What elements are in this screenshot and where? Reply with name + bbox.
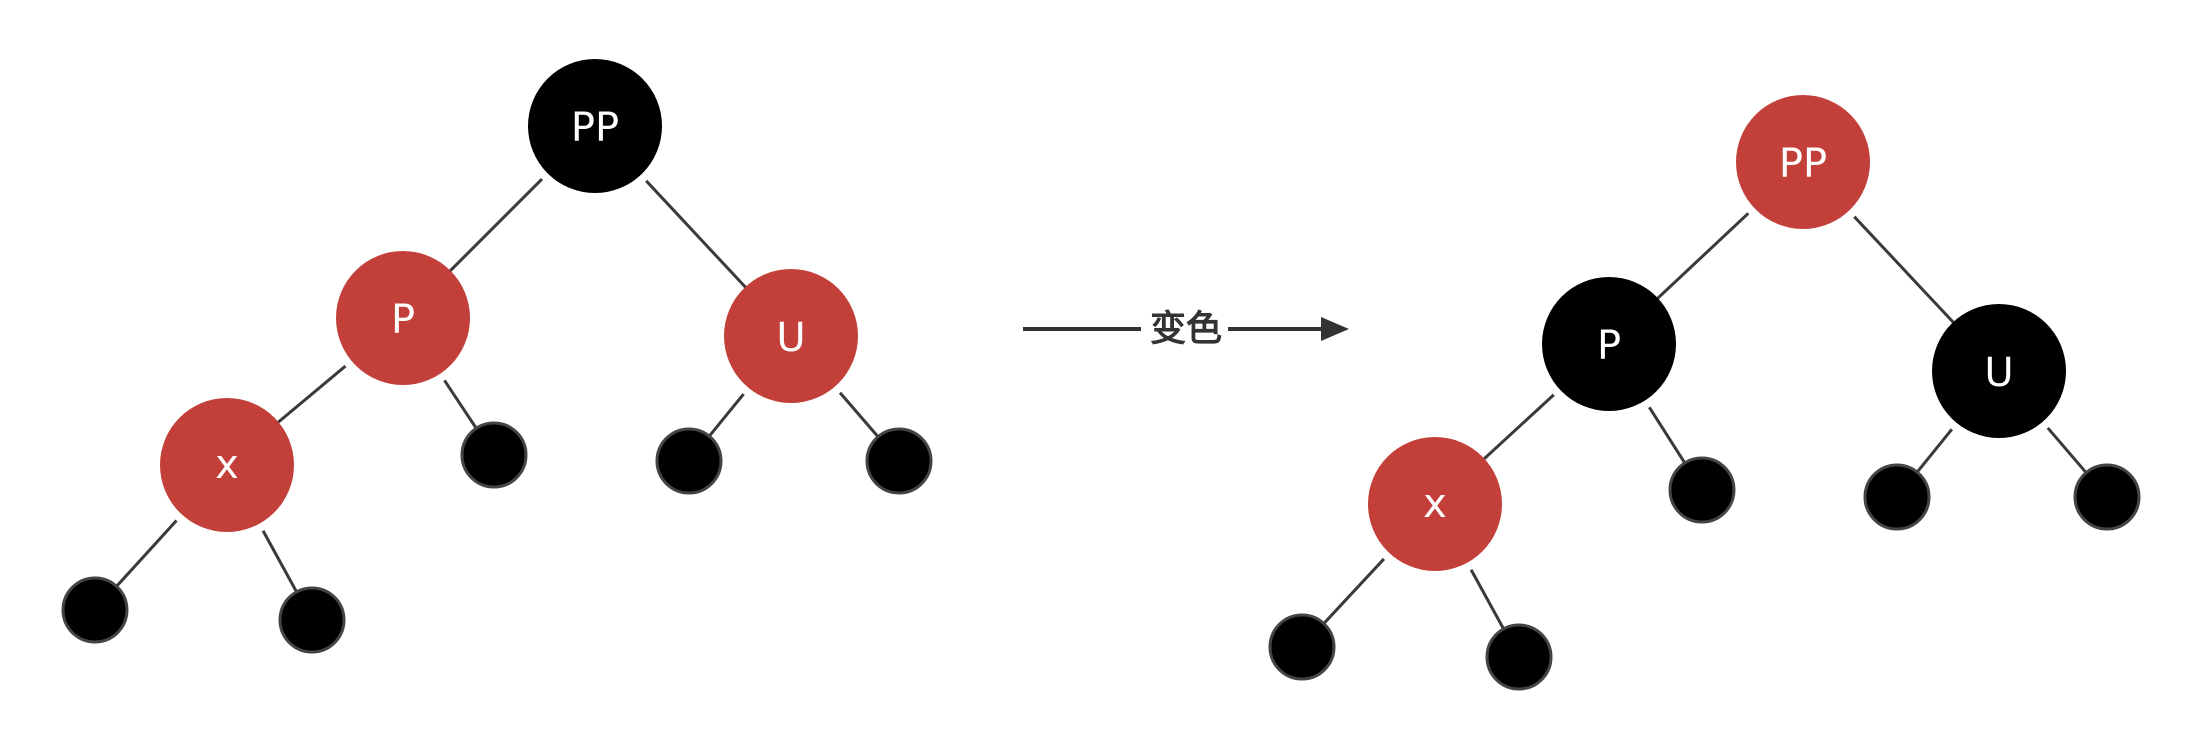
arrow-head-icon: [1321, 317, 1349, 341]
recolor-arrow: 变色: [1023, 308, 1349, 350]
tree-before: PP P U x: [61, 59, 933, 654]
nil-leaf: [460, 421, 528, 489]
tree-after: PP P U x: [1268, 95, 2141, 691]
nil-leaf: [278, 586, 346, 654]
tree-edge: [1472, 393, 1555, 470]
nil-leaf: [655, 427, 723, 495]
arrow-label: 变色: [1150, 308, 1222, 350]
tree-edge: [1646, 212, 1750, 309]
node-u: [1932, 304, 2066, 438]
tree-edge: [1313, 557, 1386, 635]
node-x: [1368, 437, 1502, 571]
tree-edge: [106, 519, 178, 598]
node-pp-label: PP: [571, 105, 619, 151]
node-p: [336, 251, 470, 385]
nil-leaf: [1668, 456, 1736, 524]
nil-leaf: [1863, 463, 1931, 531]
node-p-label: P: [1597, 323, 1621, 369]
tree-edge: [1853, 215, 1964, 334]
node-u-label: U: [1984, 350, 2013, 396]
node-x-label: x: [1423, 481, 1447, 527]
node-pp-label: PP: [1779, 141, 1827, 187]
nil-leaf: [1485, 623, 1553, 691]
node-u-label: U: [776, 315, 805, 361]
node-pp: [1736, 95, 1870, 229]
node-pp: [528, 59, 662, 193]
nil-leaf: [2073, 463, 2141, 531]
tree-edge: [439, 177, 544, 282]
nil-leaf: [61, 576, 129, 644]
nil-leaf: [865, 427, 933, 495]
node-p-label: P: [391, 297, 415, 343]
node-p: [1542, 277, 1676, 411]
nil-leaf: [1268, 613, 1336, 681]
node-x: [160, 398, 294, 532]
node-x-label: x: [215, 442, 239, 488]
tree-edge: [266, 364, 347, 433]
node-u: [724, 269, 858, 403]
tree-edge: [645, 179, 756, 299]
